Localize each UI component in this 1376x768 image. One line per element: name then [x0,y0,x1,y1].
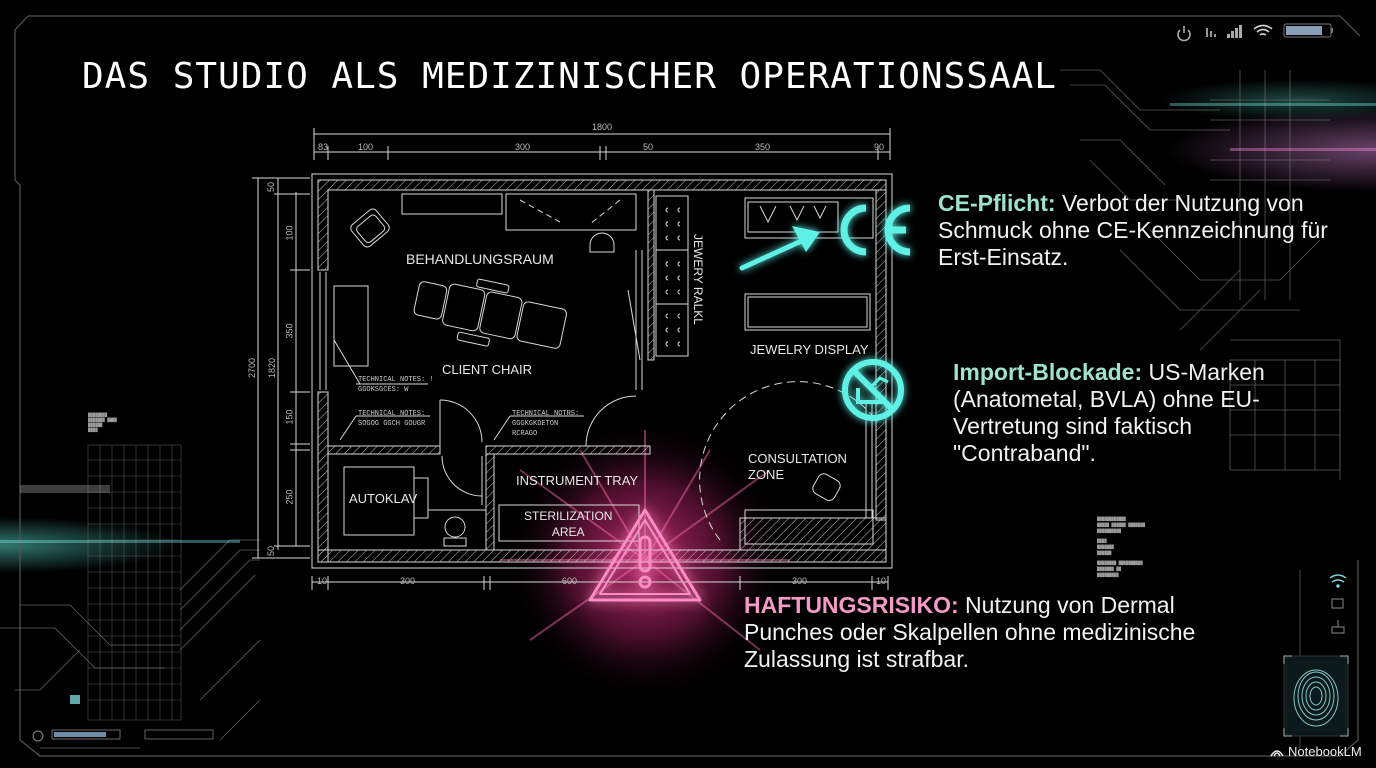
signal-icon [1227,25,1242,38]
dim-bottom-1: 10 [317,576,328,586]
svg-text:███████ ██: ███████ ██ [1097,566,1122,572]
status-bar [1177,23,1333,42]
battery-icon [1283,23,1333,38]
svg-text:████: ████ [88,427,98,433]
svg-text:██████: ██████ [88,422,103,428]
warning-icon [588,508,702,602]
brand-label: NotebookLM [1288,744,1362,759]
technical-note-2: TECHNICAL NOTES: SOGOG GGCH GOUGR [358,410,426,428]
notebooklm-logo-icon [1270,749,1284,756]
svg-text:███████ ████: ███████ ████ [88,417,117,423]
left-hud-bar [32,695,214,742]
callout-key: Import-Blockade: [953,359,1143,385]
svg-text:██████████: ██████████ [1097,528,1122,534]
dim-top-2: 100 [358,142,374,152]
svg-text:████████████: ████████████ [1097,516,1126,522]
label-autoclave: AUTOKLAV [349,491,418,506]
label-jewelry-display: JEWELRY DISPLAY [750,342,869,357]
dim-top-4: 50 [643,142,654,152]
label-treatment-room: BEHANDLUNGSRAUM [406,251,554,267]
callout-ce-pflicht: CE-Pflicht: Verbot der Nutzung von Schmu… [938,190,1348,271]
power-icon [1177,26,1191,42]
dim-bottom-5: 10 [876,576,887,586]
svg-text:███████: ███████ [1097,544,1114,550]
wifi-icon [1329,574,1347,588]
dim-bottom-3: 600 [562,576,578,586]
label-instrument-tray: INSTRUMENT TRAY [516,473,639,488]
dim-top-3: 300 [515,142,531,152]
arrow-icon [739,226,820,271]
dim-bottom-4: 300 [792,576,808,586]
callout-key: CE-Pflicht: [938,190,1056,216]
svg-text:██████: ██████ [1097,550,1112,556]
chart-icon [1206,28,1216,37]
no-import-icon [842,359,904,421]
monitor-icon [1331,598,1344,609]
callout-text: Verbot der Nutzung von Schmuck ohne CE-K… [938,190,1328,270]
technical-note-3: TECHNICAL NOTRS: GGGKGKDETON RCRAGO [512,410,580,438]
dim-top-1: 83 [318,142,329,152]
dim-top-total: 1800 [592,122,613,132]
technical-note-1: TECHNICAL NOTES: ! GGOKSGCES: W [358,376,434,394]
svg-text:████████ ██████████: ████████ ██████████ [1097,560,1143,566]
brand-notebooklm: NotebookLM [1270,744,1362,759]
ce-mark-icon [840,204,911,256]
callout-haftungsrisiko: HAFTUNGSRISIKO: Nutzung von Dermal Punch… [744,592,1204,673]
callout-key: HAFTUNGSRISIKO: [744,592,959,618]
svg-text:████: ████ [1097,538,1107,544]
callout-text: US-Marken (Anatometal, BVLA) ohne EU-Ver… [953,359,1265,466]
fingerprint-icon [1283,655,1349,737]
page-title: DAS STUDIO ALS MEDIZINISCHER OPERATIONSS… [82,56,1057,97]
label-consultation-zone: CONSULTATION ZONE [748,451,847,482]
callout-text: Nutzung von Dermal Punches oder Skalpell… [744,592,1196,672]
dim-top-6: 90 [874,142,885,152]
label-sterilization-area: STERILIZATION AREA [524,509,613,539]
dim-bottom-2: 300 [400,576,416,586]
svg-text:█████████: █████████ [1097,572,1119,578]
dim-top-5: 350 [755,142,771,152]
svg-text:████████: ████████ [88,412,108,418]
wifi-icon [1253,24,1273,36]
svg-text:█████ ██████ ███████: █████ ██████ ███████ [1097,522,1146,528]
usb-icon [1331,620,1345,634]
label-client-chair: CLIENT CHAIR [442,362,533,377]
callout-import-blockade: Import-Blockade: US-Marken (Anatometal, … [953,359,1313,467]
